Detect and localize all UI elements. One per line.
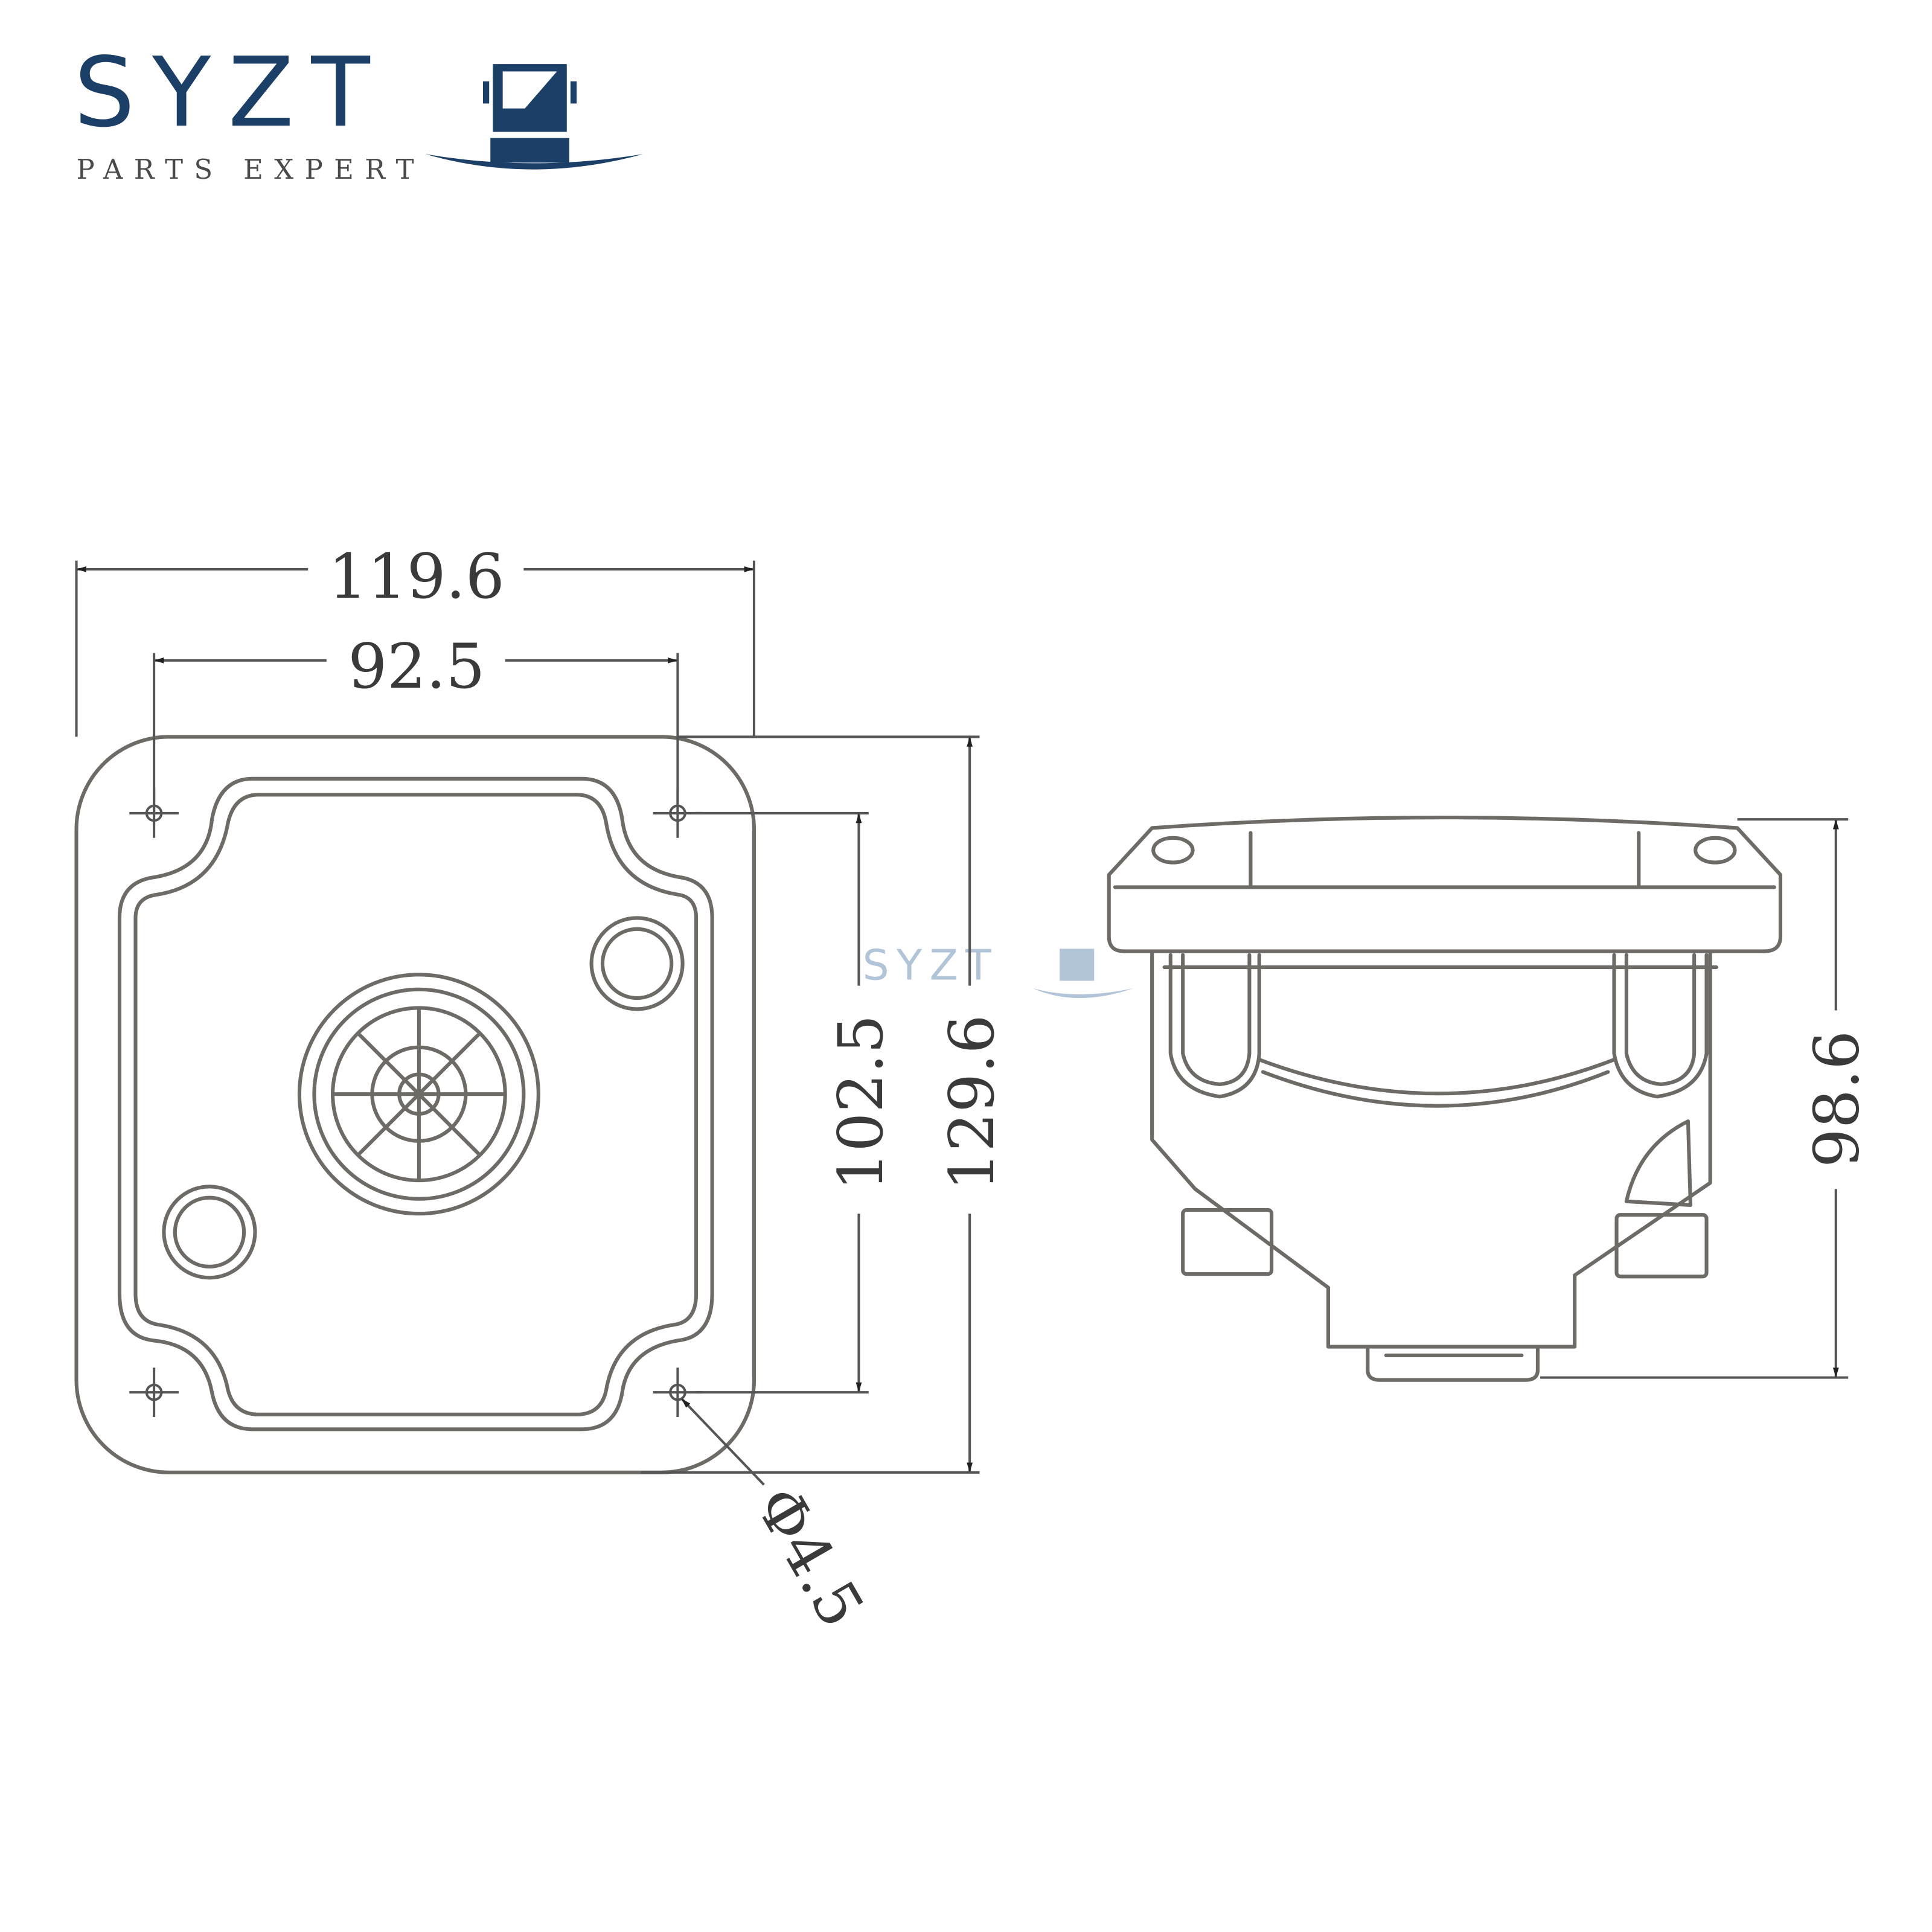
logo-brand: SYZT: [74, 36, 387, 149]
side-view: 98.6: [1107, 816, 1873, 1382]
dim-hole-spacing-v: 102.5: [825, 1014, 897, 1191]
watermark: SYZT: [863, 941, 1134, 999]
mounting-holes: [129, 788, 703, 1417]
dim-hole-spacing-h: 92.5: [348, 631, 485, 703]
dim-depth: 98.6: [1802, 1031, 1873, 1168]
watermark-brand: SYZT: [863, 941, 999, 990]
dim-hole-diameter: Φ4.5: [741, 1475, 877, 1639]
truck-front-icon: [425, 64, 644, 170]
truck-front-icon: [1032, 948, 1134, 999]
logo-tagline: PARTS EXPERT: [77, 153, 425, 185]
front-view: 119.6 92.5 102.5 129.6 Φ4.5: [74, 541, 1008, 1639]
dim-overall-width: 119.6: [328, 541, 505, 613]
dim-overall-height: 129.6: [936, 1014, 1008, 1191]
center-connector: [297, 973, 540, 1216]
logo: SYZT PARTS EXPERT: [74, 36, 644, 185]
